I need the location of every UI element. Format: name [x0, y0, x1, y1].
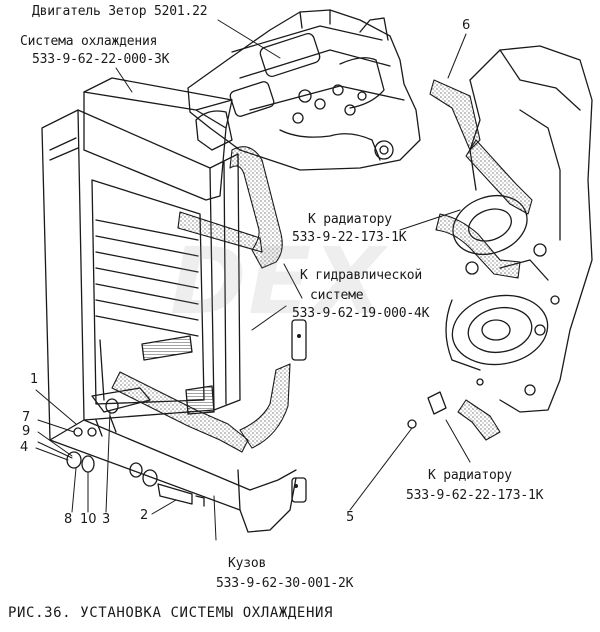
- to-radiator-1-title: К радиатору: [308, 212, 392, 227]
- callout-1: 1: [30, 372, 39, 387]
- callout-9: 9: [22, 424, 31, 439]
- body-title: Кузов: [228, 556, 267, 571]
- callout-4: 4: [20, 440, 29, 455]
- callout-5: 5: [346, 510, 355, 525]
- leader-lines: [35, 19, 471, 541]
- callout-3: 3: [102, 512, 111, 527]
- to-radiator-1-code: 533-9-22-173-1К: [292, 230, 407, 245]
- engine-label: Двигатель Зетор 5201.22: [32, 4, 208, 19]
- callout-7: 7: [22, 410, 31, 425]
- to-radiator-2-code: 533-9-62-22-173-1К: [406, 488, 544, 503]
- watermark: DEX: [170, 228, 387, 335]
- body-panel: [49, 419, 297, 533]
- cooling-system-title: Система охлаждения: [20, 34, 158, 49]
- to-hydraulic-title: К гидравлической: [300, 268, 423, 283]
- cooling-system-code: 533-9-62-22-000-3К: [32, 52, 170, 67]
- figure-caption: РИС.36. УСТАНОВКА СИСТЕМЫ ОХЛАЖДЕНИЯ: [8, 605, 334, 621]
- callout-6: 6: [462, 18, 471, 33]
- to-radiator-2-title: К радиатору: [428, 468, 512, 483]
- to-hydraulic-title2: системе: [310, 288, 364, 303]
- callout-10: 10: [80, 512, 97, 527]
- callout-dots: [294, 334, 301, 488]
- body-code: 533-9-62-30-001-2К: [216, 576, 354, 591]
- hoses: [111, 79, 533, 453]
- engine-block: [187, 9, 421, 171]
- callout-2: 2: [140, 508, 149, 523]
- to-hydraulic-code: 533-9-62-19-000-4К: [292, 306, 430, 321]
- callout-8: 8: [64, 512, 73, 527]
